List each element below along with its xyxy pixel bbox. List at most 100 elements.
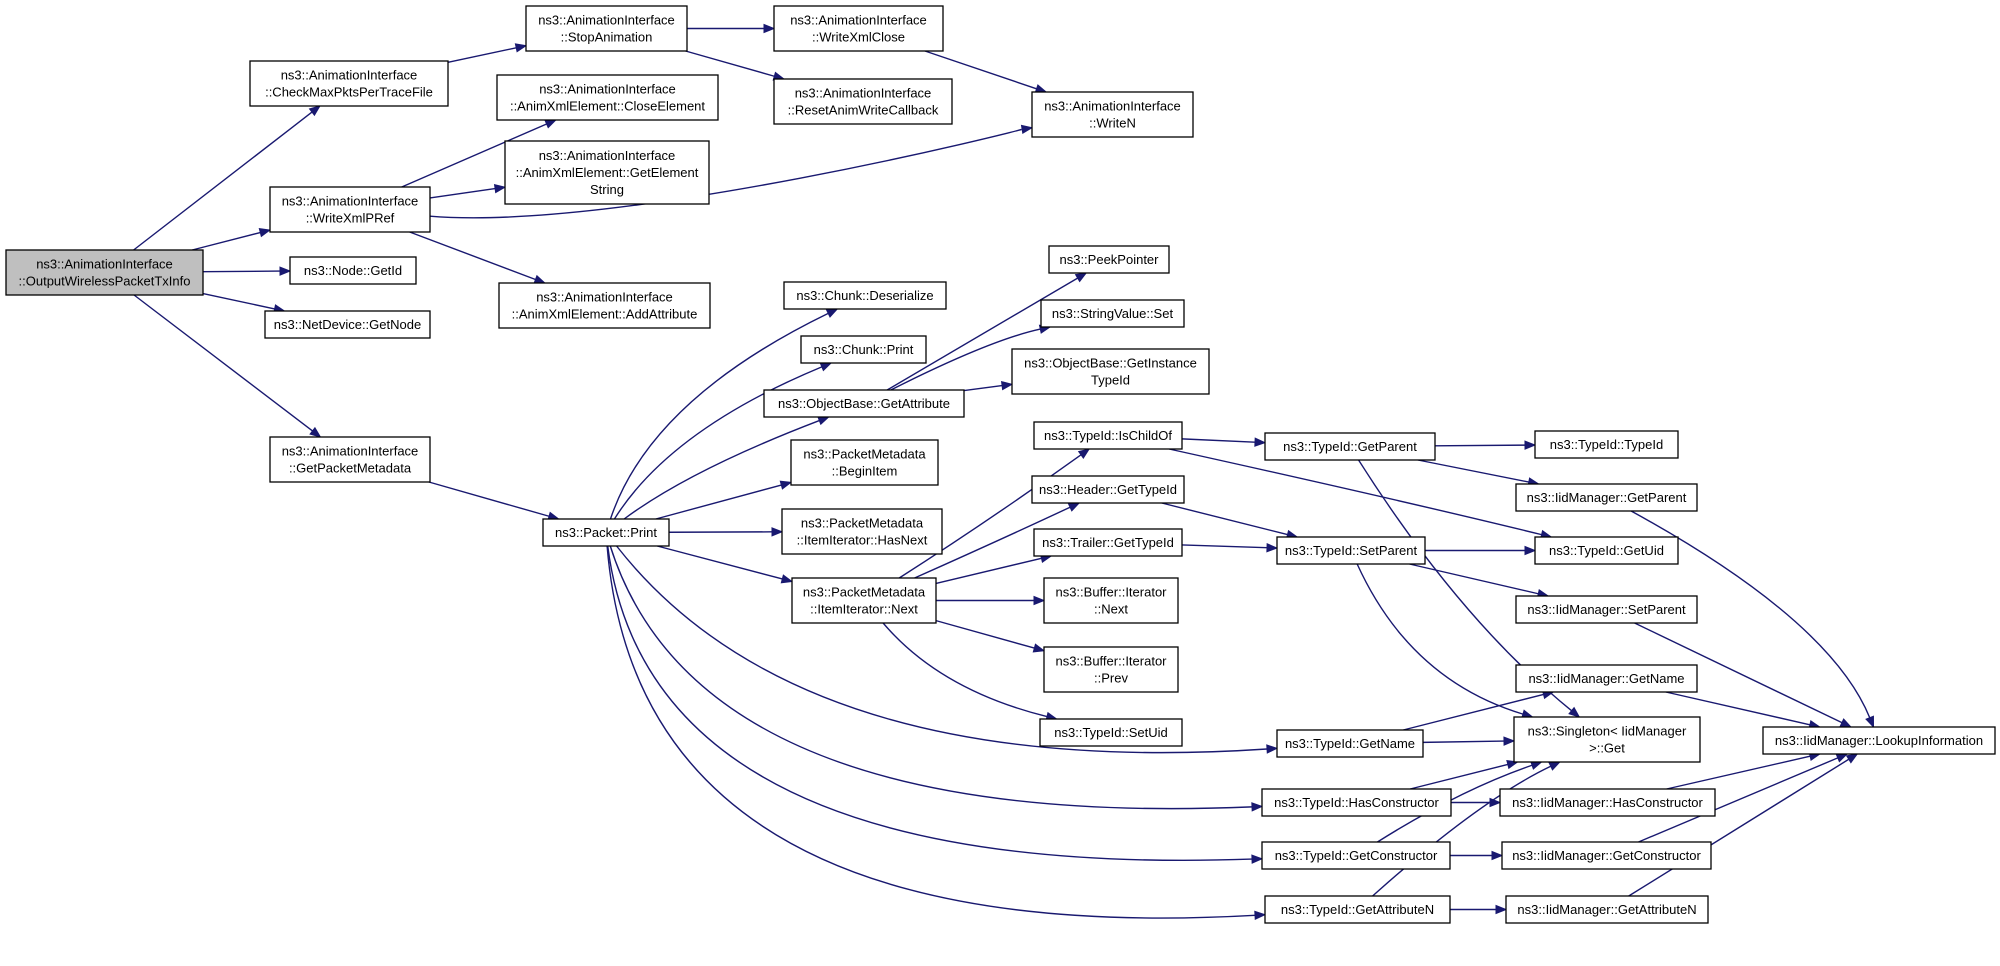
- node-tidgetname[interactable]: ns3::TypeId::GetName: [1276, 729, 1424, 758]
- node-hdrgettid[interactable]: ns3::Header::GetTypeId: [1031, 475, 1185, 504]
- node-bufprev[interactable]: ns3::Buffer::Iterator::Prev: [1043, 646, 1179, 693]
- node-pmbegin[interactable]: ns3::PacketMetadata::BeginItem: [790, 439, 939, 486]
- node-box: [763, 389, 965, 418]
- arrowhead: [819, 362, 833, 372]
- edge-wxpref-to-addattr: [409, 231, 547, 284]
- arrowhead: [1266, 542, 1279, 553]
- node-label-line: ns3::AnimationInterface: [539, 148, 676, 163]
- node-trlgettid[interactable]: ns3::Trailer::GetTypeId: [1033, 528, 1183, 557]
- node-resetcb[interactable]: ns3::AnimationInterface::ResetAnimWriteC…: [773, 78, 953, 125]
- arrowhead: [780, 574, 794, 584]
- node-box: [269, 436, 431, 483]
- node-getpm[interactable]: ns3::AnimationInterface::GetPacketMetada…: [269, 436, 431, 483]
- node-cmppt[interactable]: ns3::AnimationInterface::CheckMaxPktsPer…: [249, 60, 449, 107]
- arrowhead: [1491, 850, 1504, 861]
- edge-line: [935, 619, 1035, 649]
- node-tidgetuid[interactable]: ns3::TypeId::GetUid: [1534, 536, 1679, 565]
- node-nodegetid[interactable]: ns3::Node::GetId: [289, 256, 417, 285]
- edge-line: [1665, 691, 1811, 726]
- node-pmhasnext[interactable]: ns3::PacketMetadata::ItemIterator::HasNe…: [781, 508, 943, 555]
- node-wxpref[interactable]: ns3::AnimationInterface::WriteXmlPRef: [269, 186, 431, 233]
- arrowhead: [817, 416, 830, 426]
- node-singleton[interactable]: ns3::Singleton< IidManager>::Get: [1513, 716, 1701, 763]
- node-box: [1505, 895, 1709, 924]
- edge-owptx-to-cmppt: [133, 105, 321, 251]
- edge-trlgettid-to-tidsetparent: [1181, 542, 1279, 553]
- node-box: [1033, 421, 1183, 450]
- edge-pmnext-to-bufprev: [935, 619, 1046, 653]
- arrowhead: [544, 119, 558, 129]
- node-iidgetattrn[interactable]: ns3::IidManager::GetAttributeN: [1505, 895, 1709, 924]
- node-box: [504, 140, 710, 205]
- node-label-line: ns3::TypeId::SetUid: [1054, 725, 1167, 740]
- arrowhead: [258, 228, 272, 238]
- node-box: [496, 74, 719, 121]
- node-tidsetparent[interactable]: ns3::TypeId::SetParent: [1276, 536, 1426, 565]
- nodes: ns3::AnimationInterface::OutputWirelessP…: [5, 5, 1996, 924]
- node-wxclose[interactable]: ns3::AnimationInterface::WriteXmlClose: [773, 5, 944, 52]
- edge-line: [409, 231, 536, 281]
- edge-line: [886, 277, 1078, 391]
- arrowhead: [309, 426, 322, 438]
- node-ndgetnode[interactable]: ns3::NetDevice::GetNode: [264, 310, 431, 339]
- node-tidhasctor[interactable]: ns3::TypeId::HasConstructor: [1261, 788, 1452, 817]
- node-box: [1276, 536, 1426, 565]
- node-tidsetuid[interactable]: ns3::TypeId::SetUid: [1039, 718, 1183, 747]
- node-label-line: ns3::NetDevice::GetNode: [274, 317, 421, 332]
- arrowhead: [1033, 595, 1046, 606]
- node-box: [1033, 528, 1183, 557]
- node-svset[interactable]: ns3::StringValue::Set: [1040, 299, 1185, 328]
- edge-line: [1422, 740, 1505, 744]
- node-label-line: ns3::Buffer::Iterator: [1055, 585, 1167, 600]
- edge-iidgetattrn-to-iidlookup: [1628, 753, 1859, 897]
- node-iidhasctor[interactable]: ns3::IidManager::HasConstructor: [1499, 788, 1716, 817]
- node-label-line: ns3::Header::GetTypeId: [1039, 482, 1177, 497]
- arrowhead: [1489, 797, 1502, 808]
- edge-tidsetparent-to-iidsetparent: [1409, 563, 1550, 599]
- node-iidsetparent[interactable]: ns3::IidManager::SetParent: [1515, 595, 1698, 624]
- arrowhead: [763, 23, 776, 34]
- node-chdeser[interactable]: ns3::Chunk::Deserialize: [783, 281, 947, 310]
- node-owptx[interactable]: ns3::AnimationInterface::OutputWirelessP…: [5, 249, 204, 296]
- node-box: [269, 186, 431, 233]
- arrowhead: [1568, 706, 1581, 718]
- node-label-line: ns3::AnimationInterface: [1044, 99, 1181, 114]
- node-iidgetctor[interactable]: ns3::IidManager::GetConstructor: [1501, 841, 1712, 870]
- edge-owptx-to-nodegetid: [202, 266, 292, 276]
- node-iidgetname[interactable]: ns3::IidManager::GetName: [1515, 664, 1698, 693]
- node-addattr[interactable]: ns3::AnimationInterface::AnimXmlElement:…: [498, 282, 711, 329]
- node-bufnext[interactable]: ns3::Buffer::Iterator::Next: [1043, 577, 1179, 624]
- node-box: [783, 281, 947, 310]
- edge-iidgetparent-to-iidlookup: [1630, 510, 1875, 729]
- node-tidgetattrn[interactable]: ns3::TypeId::GetAttributeN: [1264, 895, 1451, 924]
- node-writen[interactable]: ns3::AnimationInterface::WriteN: [1031, 91, 1194, 138]
- node-box: [773, 5, 944, 52]
- edge-pktprint-to-chdeser: [609, 308, 839, 520]
- node-box: [249, 60, 449, 107]
- edge-line: [1410, 763, 1509, 790]
- node-box: [1261, 841, 1451, 870]
- node-peekptr[interactable]: ns3::PeekPointer: [1048, 245, 1170, 274]
- node-tidtypeid[interactable]: ns3::TypeId::TypeId: [1534, 430, 1679, 459]
- node-box: [498, 282, 711, 329]
- node-pmnext[interactable]: ns3::PacketMetadata::ItemIterator::Next: [791, 577, 937, 624]
- node-box: [1043, 646, 1179, 693]
- edge-line: [606, 545, 1256, 919]
- node-tidgetparent[interactable]: ns3::TypeId::GetParent: [1264, 432, 1436, 461]
- node-chprint[interactable]: ns3::Chunk::Print: [800, 335, 927, 364]
- edge-line: [1434, 444, 1526, 447]
- node-iidlookup[interactable]: ns3::IidManager::LookupInformation: [1762, 726, 1996, 755]
- edge-tidsetparent-to-tidgetuid: [1425, 545, 1537, 556]
- node-iidgetparent[interactable]: ns3::IidManager::GetParent: [1515, 483, 1698, 512]
- node-ischildof[interactable]: ns3::TypeId::IsChildOf: [1033, 421, 1183, 450]
- node-obgetattr[interactable]: ns3::ObjectBase::GetAttribute: [763, 389, 965, 418]
- node-stopani[interactable]: ns3::AnimationInterface::StopAnimation: [525, 5, 688, 52]
- edge-line: [1181, 544, 1268, 549]
- node-pktprint[interactable]: ns3::Packet::Print: [542, 518, 670, 547]
- node-tidgetctor[interactable]: ns3::TypeId::GetConstructor: [1261, 841, 1451, 870]
- node-getelstr[interactable]: ns3::AnimationInterface::AnimXmlElement:…: [504, 140, 710, 205]
- node-label-line: ns3::IidManager::HasConstructor: [1512, 795, 1703, 810]
- edge-line: [1634, 622, 1843, 724]
- node-closeel[interactable]: ns3::AnimationInterface::AnimXmlElement:…: [496, 74, 719, 121]
